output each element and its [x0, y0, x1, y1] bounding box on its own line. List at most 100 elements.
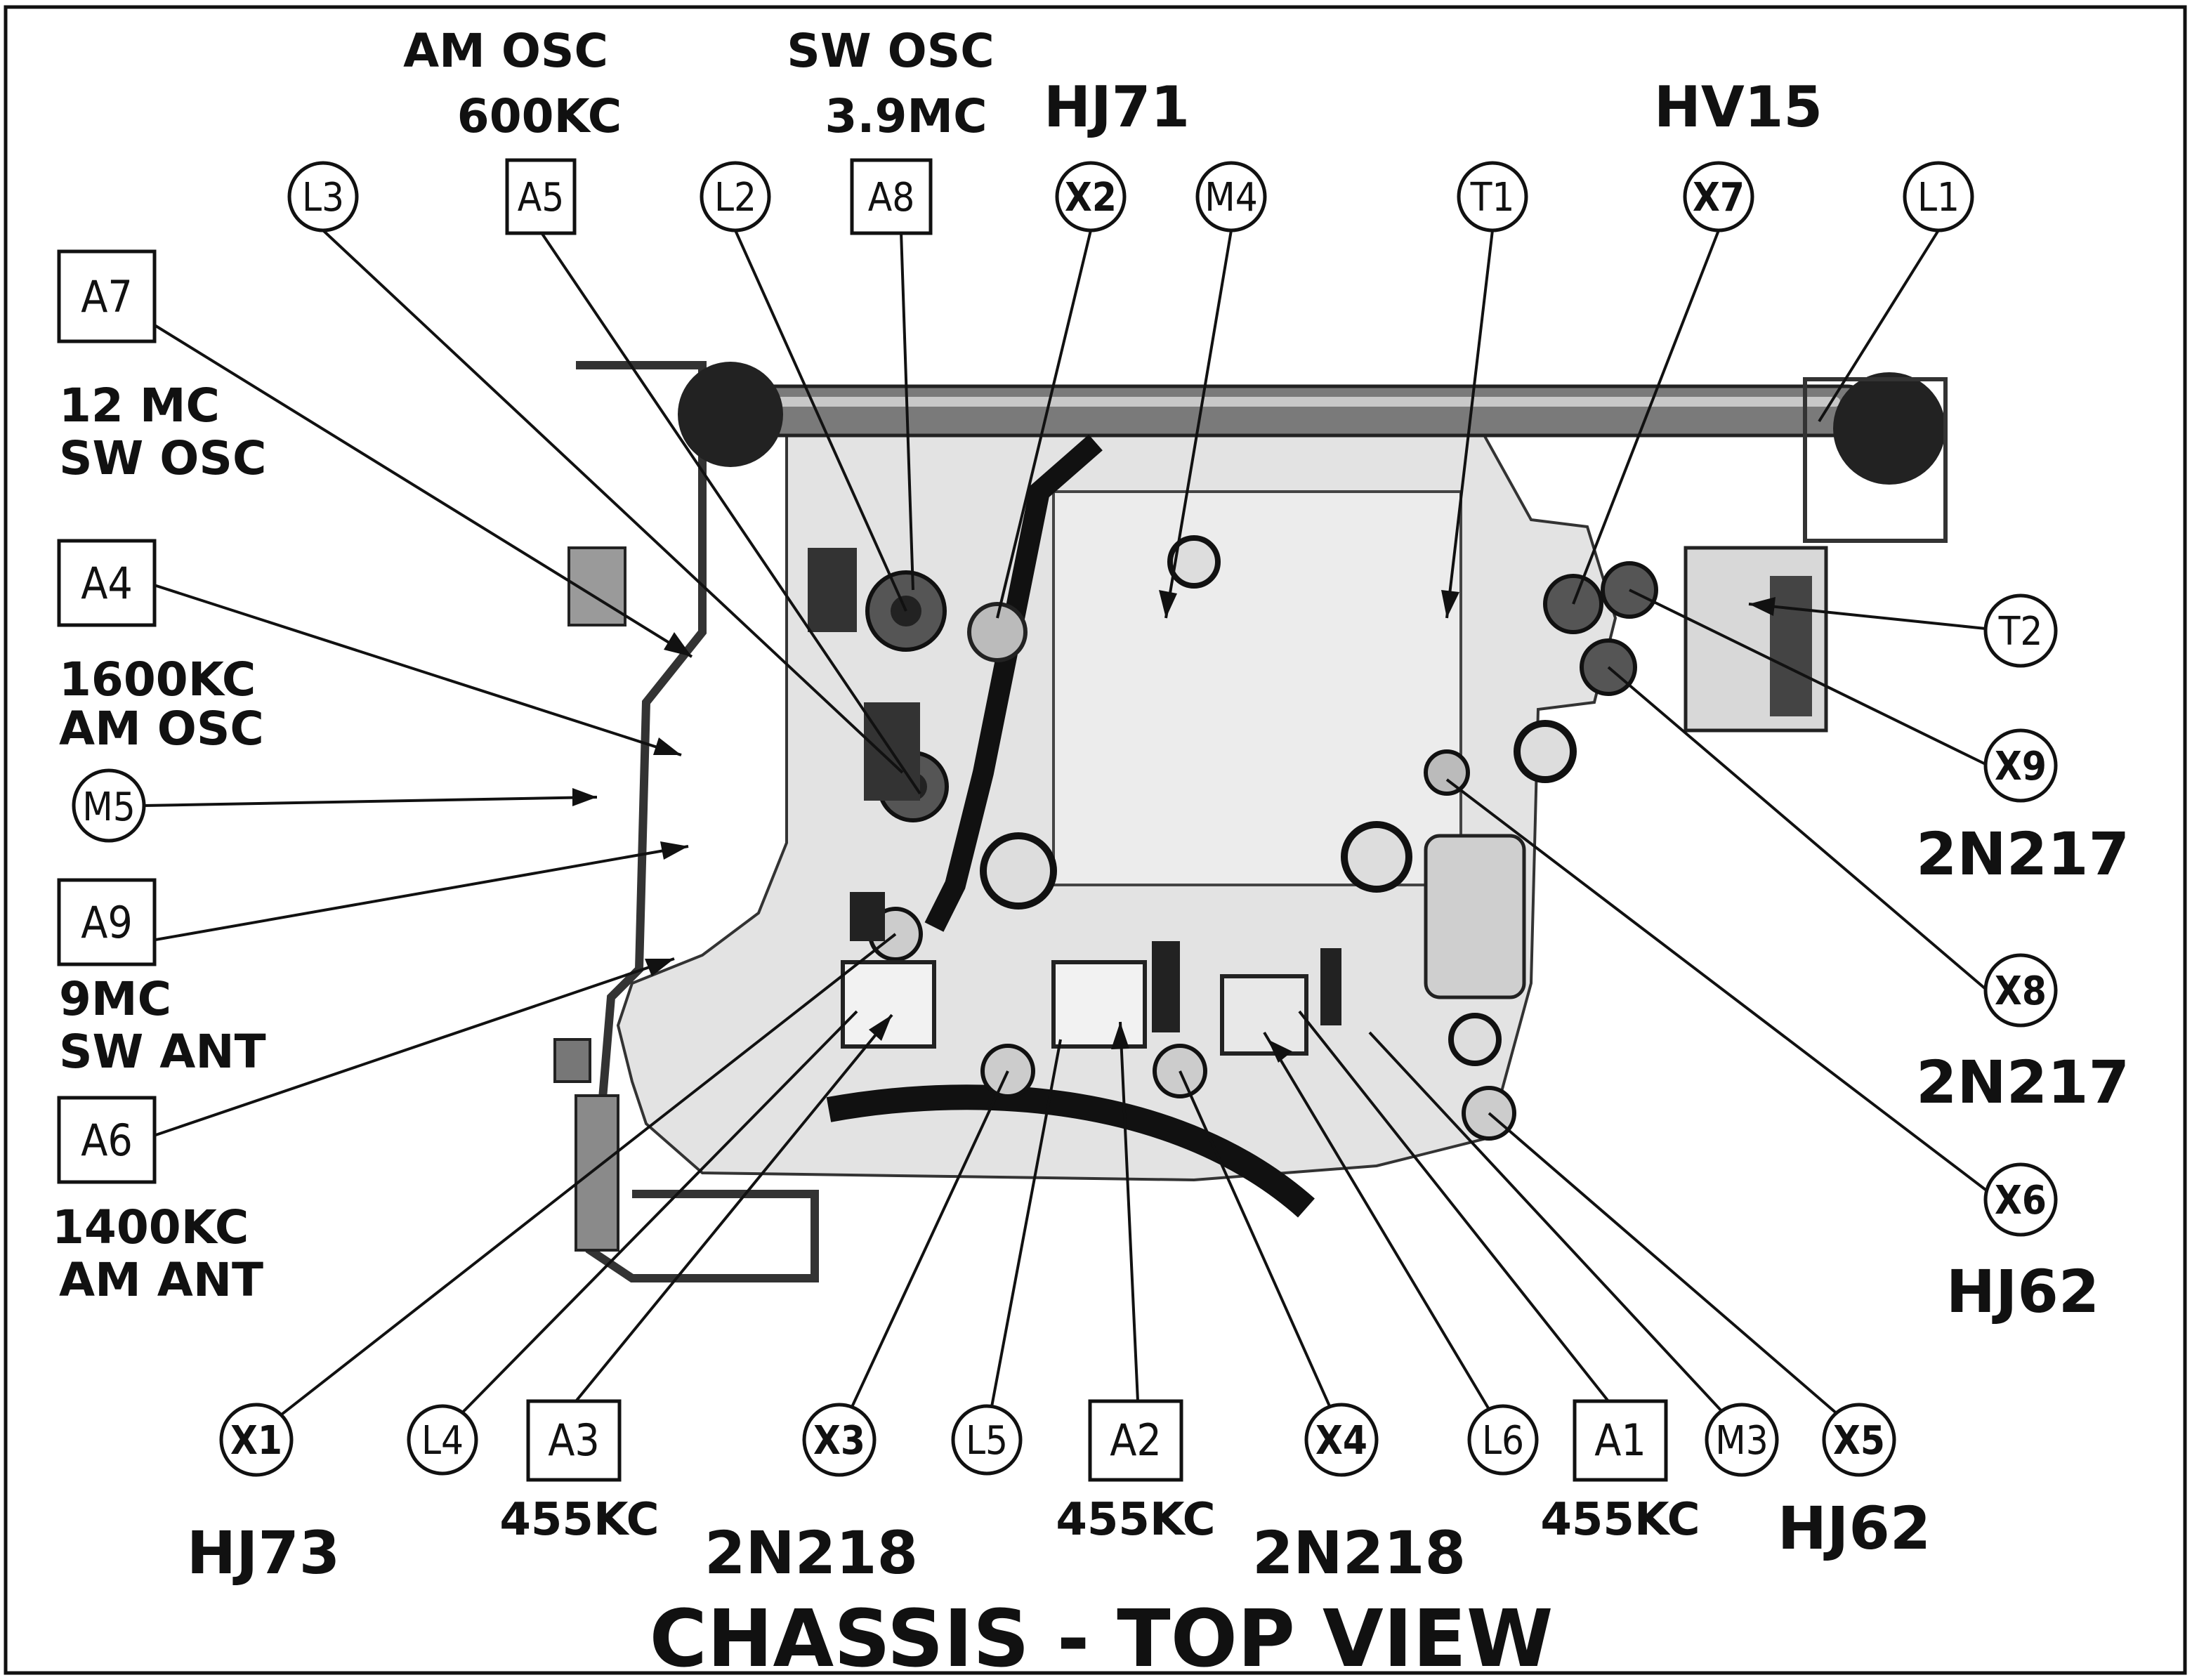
- if-can-a2: [1051, 960, 1147, 1049]
- leader-a4: [147, 582, 682, 756]
- callout-a4-marker: [57, 539, 157, 627]
- callout-a5-marker: [505, 158, 577, 235]
- arrow-m4: [1159, 590, 1177, 618]
- resistor-block-4: [808, 548, 857, 632]
- label-a7-freq: 12 MC: [59, 379, 220, 433]
- label-a4-freq: 1600KC: [59, 652, 256, 707]
- label-hv15: HV15: [1654, 74, 1823, 140]
- leader-x6: [1445, 778, 1993, 1195]
- callout-a2-marker: [1088, 1399, 1183, 1482]
- callout-a3: A3: [548, 1415, 600, 1466]
- arrow-t1: [1441, 590, 1459, 618]
- if-can-a1: [1220, 974, 1308, 1056]
- callout-a8: A8: [868, 175, 915, 221]
- callout-x1-marker: [219, 1403, 294, 1477]
- callout-m5: M5: [82, 785, 136, 830]
- leader-l1: [1818, 229, 1940, 423]
- callout-m4: M4: [1205, 175, 1258, 221]
- label-am-osc: AM OSC: [403, 24, 608, 78]
- callout-x2: X2: [1065, 175, 1117, 221]
- page-title: CHASSIS - TOP VIEW: [650, 1594, 1554, 1680]
- label-sw-osc-freq: 3.9MC: [825, 89, 987, 143]
- callout-x7-marker: [1683, 161, 1754, 232]
- frame-border: [4, 5, 2187, 1675]
- callout-x9-marker: [1983, 728, 2058, 803]
- electrolytic-cap: [1424, 834, 1526, 999]
- callout-l5: L5: [966, 1418, 1008, 1464]
- callout-a6: A6: [81, 1115, 133, 1166]
- resistor-block-3: [850, 892, 885, 941]
- callout-a1-marker: [1573, 1399, 1668, 1482]
- callout-l2: L2: [714, 175, 756, 221]
- callout-a8-marker: [850, 158, 933, 235]
- transformer-t2-core: [1770, 576, 1812, 716]
- leader-l4: [441, 1010, 858, 1434]
- callout-l6-marker: [1467, 1404, 1539, 1476]
- if-can-a3: [841, 960, 936, 1049]
- callout-l4: L4: [421, 1418, 464, 1464]
- leader-a7: [76, 276, 693, 658]
- callout-x3: X3: [813, 1418, 865, 1464]
- callout-m3-marker: [1705, 1403, 1779, 1477]
- rod-end-left: [678, 362, 783, 467]
- rod-bracket-right: [1803, 377, 1948, 543]
- callout-a7: A7: [81, 271, 133, 322]
- leader-x5: [1488, 1112, 1860, 1434]
- callout-x8: X8: [1995, 969, 2047, 1014]
- leader-l5: [985, 1039, 1062, 1433]
- ribbon-cable: [924, 434, 1103, 932]
- leader-x4: [1179, 1070, 1343, 1433]
- arrow-heads: [572, 590, 1776, 1063]
- leader-a6: [147, 957, 675, 1139]
- callout-x5: X5: [1833, 1418, 1885, 1464]
- leader-a3: [575, 1013, 893, 1403]
- leader-a2: [1119, 1021, 1139, 1402]
- leader-m5: [143, 796, 598, 807]
- arrow-a7: [664, 632, 692, 657]
- callout-x7: X7: [1693, 175, 1745, 221]
- callout-l1-marker: [1903, 161, 1974, 232]
- capacitor-e: [1448, 1013, 1502, 1066]
- leader-x1: [255, 933, 897, 1436]
- callout-l3: L3: [302, 175, 344, 221]
- leader-x2: [996, 230, 1092, 619]
- label-x4-type: 2N218: [1252, 1518, 1466, 1587]
- rod-end-right: [1833, 372, 1945, 485]
- callout-a7-marker: [57, 249, 157, 343]
- callout-l4-marker: [407, 1404, 478, 1476]
- callout-a2: A2: [1110, 1415, 1162, 1466]
- callout-t2-marker: [1983, 593, 2058, 668]
- arrow-a1: [1268, 1039, 1292, 1063]
- callout-a9: A9: [81, 897, 133, 948]
- arrow-a3: [869, 1015, 892, 1041]
- leader-t2: [1748, 603, 1986, 630]
- leader-l6: [1263, 1031, 1504, 1434]
- capacitor-c: [1167, 535, 1221, 589]
- leader-x9: [1629, 589, 1986, 766]
- callout-t1: T1: [1470, 175, 1515, 221]
- label-a3-freq: 455KC: [499, 1494, 659, 1546]
- ferrite-rod: [700, 384, 1870, 438]
- label-a6-func: AM ANT: [59, 1253, 263, 1307]
- callout-x6-marker: [1983, 1162, 2058, 1237]
- label-a4-func: AM OSC: [59, 702, 264, 756]
- callout-x5-marker: [1822, 1403, 1896, 1477]
- capacitor-a: [980, 832, 1057, 910]
- label-a9-freq: 9MC: [59, 972, 171, 1026]
- callout-l1: L1: [1917, 175, 1960, 221]
- callout-x6: X6: [1995, 1178, 2047, 1223]
- leader-m3: [1368, 1031, 1743, 1434]
- callout-t1-marker: [1457, 161, 1528, 232]
- callout-x1: X1: [230, 1418, 282, 1464]
- leader-l2: [734, 230, 907, 612]
- central-shield: [1052, 490, 1462, 886]
- transistor-x6: [1424, 749, 1470, 796]
- callout-m3: M3: [1715, 1418, 1768, 1464]
- label-a2-freq: 455KC: [1056, 1494, 1215, 1546]
- callout-m4-marker: [1195, 161, 1267, 232]
- label-x6-type: HJ62: [1946, 1257, 2099, 1326]
- leader-l3: [322, 229, 904, 774]
- leader-x8: [1607, 666, 1987, 990]
